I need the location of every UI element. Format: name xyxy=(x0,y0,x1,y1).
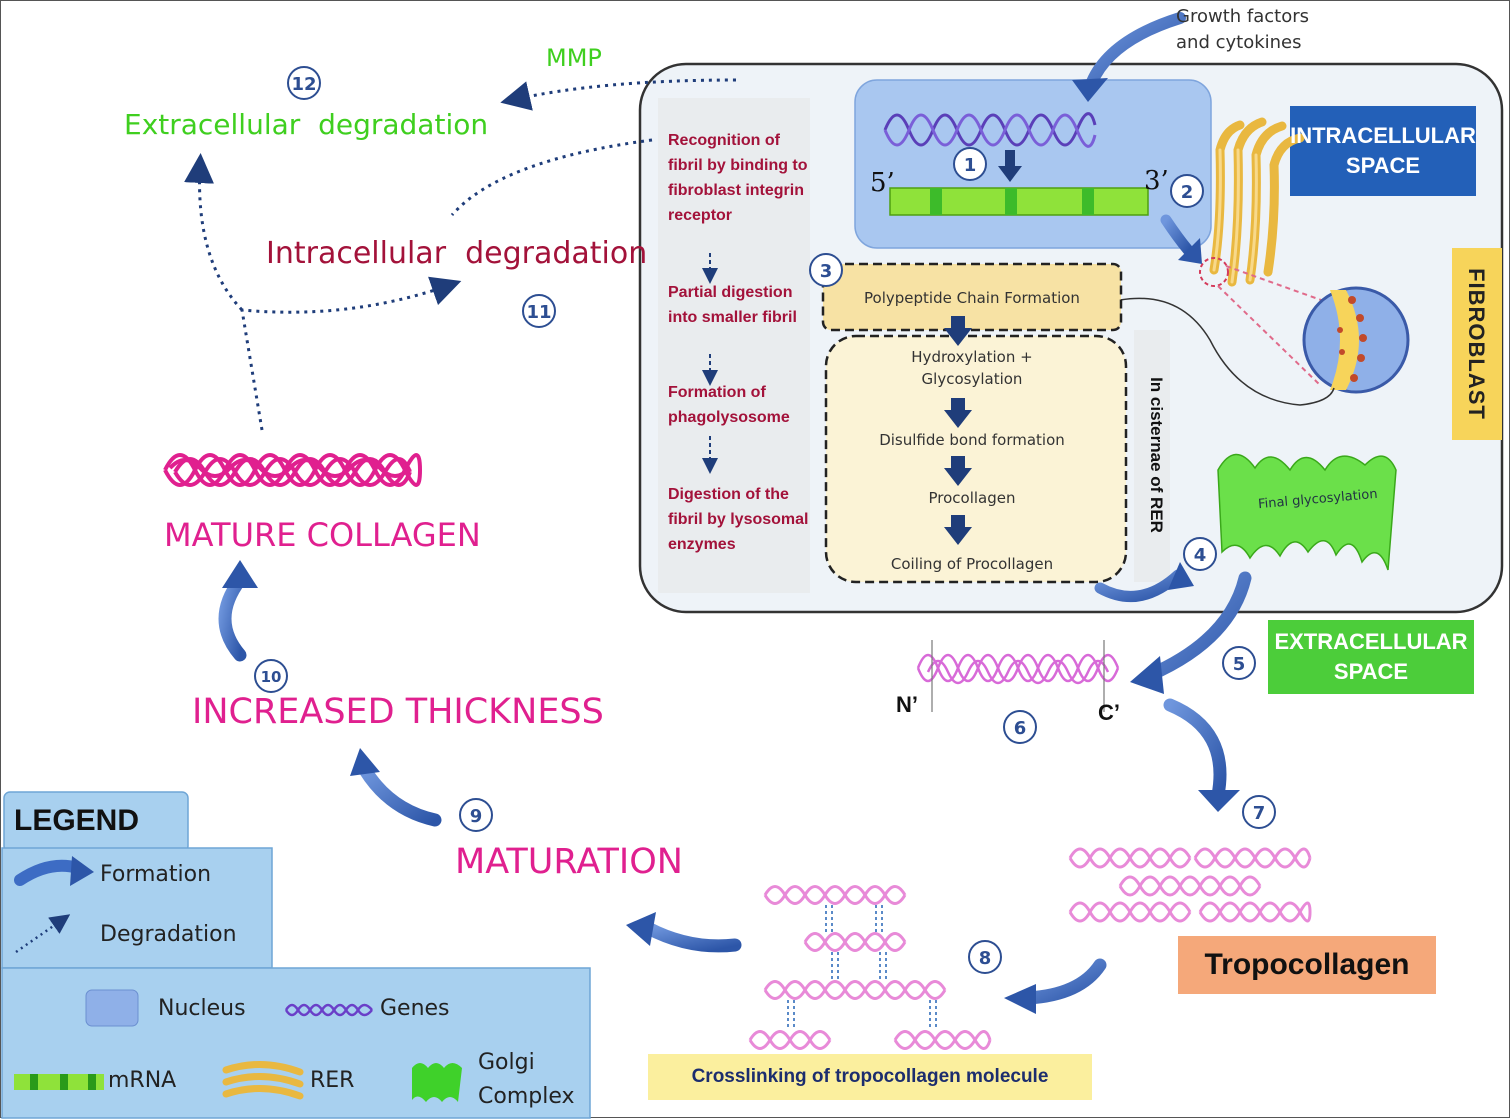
legend-nucleus-swatch xyxy=(85,989,139,1027)
mature-collagen-label: MATURE COLLAGEN xyxy=(164,516,481,554)
legend-genes-swatch xyxy=(284,1003,373,1017)
rer-cisternae-box xyxy=(824,334,1128,584)
legend-golgi-label: Golgi Complex xyxy=(478,1050,575,1109)
disulfide-label: Disulfide bond formation xyxy=(879,431,1065,449)
intracellular-degradation-label: Intracellular degradation xyxy=(266,236,648,271)
step-number-1: 1 xyxy=(953,147,987,181)
legend-golgi-swatch xyxy=(412,1063,462,1102)
increased-thickness-label: INCREASED THICKNESS xyxy=(192,692,604,732)
nucleus xyxy=(854,79,1212,249)
legend-genes-label: Genes xyxy=(380,996,450,1021)
intracellular-space-label: INTRACELLULAR SPACE xyxy=(1290,123,1476,178)
procollagen-helix xyxy=(916,653,1120,685)
degradation-paths xyxy=(184,78,737,431)
fibroblast-box xyxy=(1452,248,1502,440)
legend-rer-label: RER xyxy=(310,1068,355,1093)
hydroxylation-label: Hydroxylation + Glycosylation xyxy=(911,348,1033,388)
mmp-label: MMP xyxy=(546,44,602,72)
gene-helix xyxy=(883,112,1097,148)
formation-arrows xyxy=(218,12,1252,1005)
tropocollagen-box xyxy=(1178,936,1436,994)
formation-arrowheads xyxy=(222,78,1240,1014)
step-number-12: 12 xyxy=(287,66,321,100)
rer-step-arrows xyxy=(944,316,972,545)
rer-cisternae-label: In cisternae of RER xyxy=(1147,377,1166,533)
legend-title: LEGEND xyxy=(14,804,140,837)
step-number-5: 5 xyxy=(1222,646,1256,680)
step-number-11: 11 xyxy=(522,294,556,328)
tropocollagen-helices xyxy=(1068,847,1312,923)
growth-factors-label: Growth factors and cytokines xyxy=(1176,6,1309,53)
step-number-9: 9 xyxy=(459,798,493,832)
legend-degradation-label: Degradation xyxy=(100,922,237,947)
step-number-8: 8 xyxy=(968,940,1002,974)
step-number-6: 6 xyxy=(1003,710,1037,744)
degradation-step: Formation of phagolysosome xyxy=(668,384,790,426)
polypeptide-box xyxy=(821,262,1123,332)
degradation-step: Digestion of the fibril by lysosomal enz… xyxy=(668,486,809,553)
fibroblast-label: FIBROBLAST xyxy=(1464,268,1489,420)
maturation-label: MATURATION xyxy=(455,842,683,882)
legend-mrna-swatch xyxy=(14,1074,104,1090)
degradation-step: Recognition of fibril by binding to fibr… xyxy=(668,132,808,224)
step-number-7: 7 xyxy=(1242,795,1276,829)
five-prime-label: 5’ xyxy=(870,168,895,198)
extracellular-space-box xyxy=(1268,620,1474,694)
step-number-2: 2 xyxy=(1170,174,1204,208)
polypeptide-chain-label: Polypeptide Chain Formation xyxy=(864,289,1080,307)
mature-collagen-helix xyxy=(163,453,422,487)
legend-nucleus-label: Nucleus xyxy=(158,996,246,1021)
legend-mrna-label: mRNA xyxy=(108,1068,177,1093)
legend-formation-label: Formation xyxy=(100,862,212,887)
intracellular-space-box xyxy=(1290,106,1476,196)
mrna-strand xyxy=(889,187,1149,216)
step-number-10: 10 xyxy=(254,659,288,693)
degradation-panel xyxy=(658,98,810,593)
legend-rer-swatch xyxy=(222,1060,304,1100)
extracellular-degradation-label: Extracellular degradation xyxy=(124,108,489,141)
c-prime-label: C’ xyxy=(1098,700,1120,725)
crosslink-bonds xyxy=(787,905,937,1030)
n-prime-label: N’ xyxy=(896,692,918,717)
crosslinking-label: Crosslinking of tropocollagen molecule xyxy=(691,1066,1049,1087)
crosslinked-helices xyxy=(748,885,992,1050)
coiling-label: Coiling of Procollagen xyxy=(890,555,1054,573)
crosslinking-box xyxy=(648,1054,1092,1100)
extracellular-space-label: EXTRACELLULAR SPACE xyxy=(1274,629,1468,684)
step-number-4: 4 xyxy=(1183,537,1217,571)
three-prime-label: 3’ xyxy=(1144,166,1169,196)
golgi-complex xyxy=(1217,453,1397,571)
step-number-3: 3 xyxy=(809,253,843,287)
degradation-step: Partial digestion into smaller fibril xyxy=(668,284,797,326)
tropocollagen-label: Tropocollagen xyxy=(1204,948,1410,981)
procollagen-label: Procollagen xyxy=(928,489,1016,507)
